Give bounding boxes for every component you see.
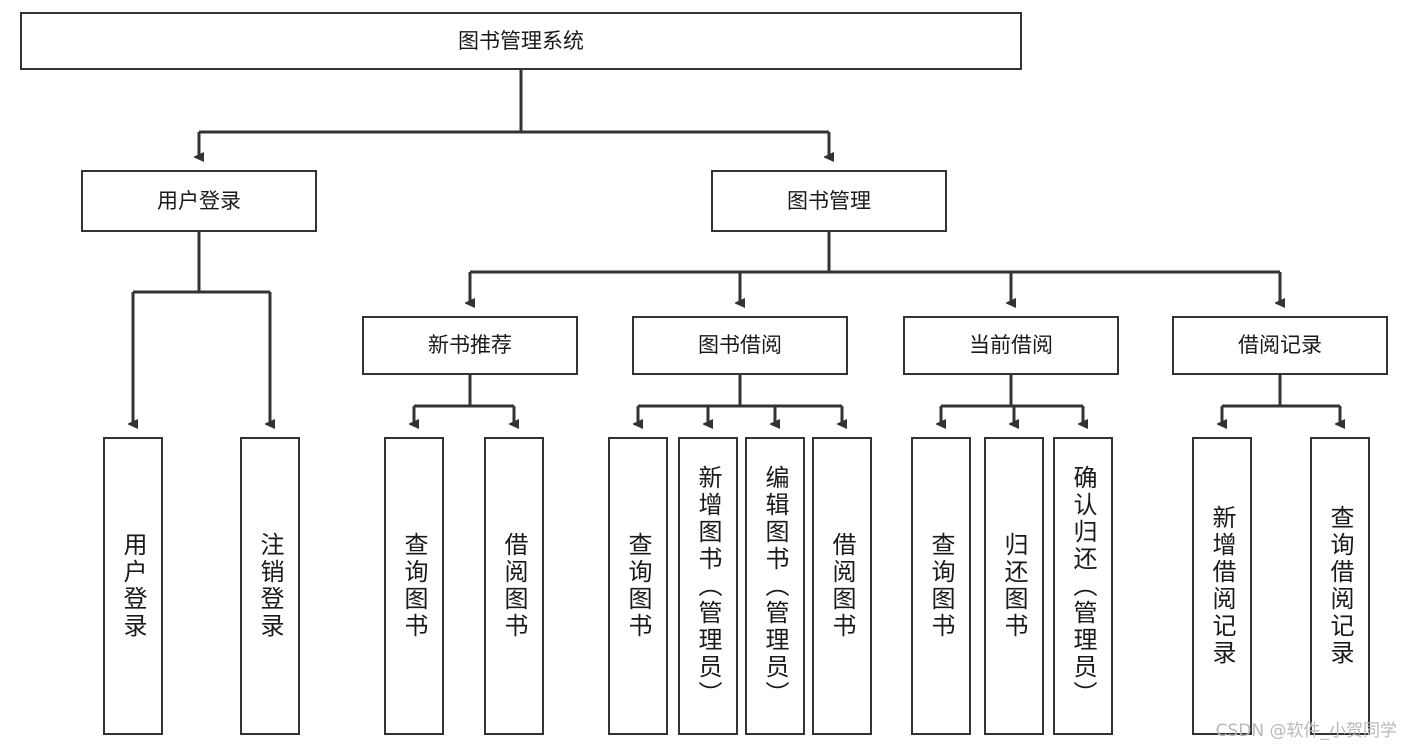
node-leaf-query-book-3-label: 查询图书	[927, 532, 955, 640]
node-leaf-edit-book[interactable]: 编辑图书（管理员）	[745, 437, 805, 735]
csdn-watermark: CSDN @软件_小贺同学	[1215, 721, 1397, 741]
node-leaf-borrow-book-2-label: 借阅图书	[828, 532, 856, 640]
node-leaf-query-book-1[interactable]: 查询图书	[384, 437, 444, 735]
node-leaf-query-book-1-label: 查询图书	[400, 532, 428, 640]
node-root-label: 图书管理系统	[458, 28, 584, 53]
node-leaf-query-book-2[interactable]: 查询图书	[608, 437, 668, 735]
node-leaf-add-book-label: 新增图书（管理员）	[694, 464, 722, 708]
node-leaf-confirm-return-label: 确认归还（管理员）	[1069, 464, 1097, 708]
node-leaf-borrow-book-1-label: 借阅图书	[500, 532, 528, 640]
node-new-book-rec[interactable]: 新书推荐	[362, 316, 578, 375]
node-book-manage-label: 图书管理	[787, 188, 871, 213]
node-leaf-query-book-3[interactable]: 查询图书	[911, 437, 971, 735]
node-new-book-rec-label: 新书推荐	[428, 333, 512, 358]
node-leaf-borrow-book-1[interactable]: 借阅图书	[484, 437, 544, 735]
node-leaf-user-logout-label: 注销登录	[256, 532, 284, 640]
node-leaf-add-record-label: 新增借阅记录	[1208, 505, 1236, 667]
node-leaf-edit-book-label: 编辑图书（管理员）	[761, 464, 789, 708]
node-leaf-query-record-label: 查询借阅记录	[1326, 505, 1354, 667]
node-leaf-user-logout[interactable]: 注销登录	[240, 437, 300, 735]
node-leaf-return-book-label: 归还图书	[1000, 532, 1028, 640]
node-leaf-query-record[interactable]: 查询借阅记录	[1310, 437, 1370, 735]
node-root[interactable]: 图书管理系统	[20, 12, 1022, 70]
node-user-login[interactable]: 用户登录	[81, 170, 317, 232]
node-leaf-add-book[interactable]: 新增图书（管理员）	[678, 437, 738, 735]
node-book-manage[interactable]: 图书管理	[711, 170, 947, 232]
node-leaf-borrow-book-2[interactable]: 借阅图书	[812, 437, 872, 735]
node-leaf-confirm-return[interactable]: 确认归还（管理员）	[1053, 437, 1113, 735]
node-leaf-return-book[interactable]: 归还图书	[984, 437, 1044, 735]
node-leaf-add-record[interactable]: 新增借阅记录	[1192, 437, 1252, 735]
node-leaf-user-login-label: 用户登录	[119, 532, 147, 640]
node-book-borrow-label: 图书借阅	[698, 333, 782, 358]
node-borrow-record-label: 借阅记录	[1238, 333, 1322, 358]
node-borrow-record[interactable]: 借阅记录	[1172, 316, 1388, 375]
node-user-login-label: 用户登录	[157, 188, 241, 213]
node-book-borrow[interactable]: 图书借阅	[632, 316, 848, 375]
node-current-borrow-label: 当前借阅	[969, 333, 1053, 358]
node-current-borrow[interactable]: 当前借阅	[903, 316, 1119, 375]
node-leaf-query-book-2-label: 查询图书	[624, 532, 652, 640]
node-leaf-user-login[interactable]: 用户登录	[103, 437, 163, 735]
